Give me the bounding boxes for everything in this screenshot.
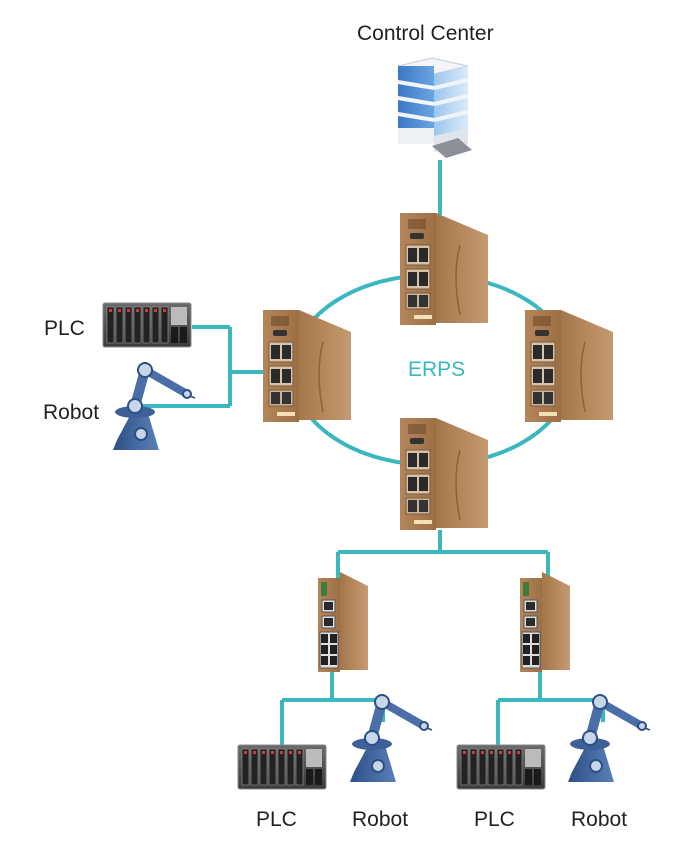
robot-label-left: Robot <box>43 401 100 424</box>
plc-label-left: PLC <box>44 317 85 340</box>
link-left-switch-plc-robot <box>140 325 263 408</box>
control-center-building-icon <box>397 57 472 158</box>
robot-icon-bottom-left <box>350 695 432 782</box>
robot-label-bottom-right: Robot <box>571 808 628 831</box>
ring-switch-bottom <box>399 417 489 531</box>
ring-switch-right <box>524 309 614 423</box>
control-center-label: Control Center <box>357 22 494 45</box>
ring-switch-left <box>262 309 352 423</box>
edge-switch-left <box>317 571 369 673</box>
erps-ring-label: ERPS <box>408 358 466 381</box>
plc-label-bottom-left: PLC <box>256 808 297 831</box>
plc-icon-left <box>102 302 192 348</box>
edge-switch-right <box>519 571 571 673</box>
ring-switch-top <box>399 212 489 326</box>
link-edge-right-devices <box>496 670 605 745</box>
plc-icon-bottom-right <box>456 744 546 790</box>
link-bottom-switch-edge-switches <box>336 530 550 578</box>
plc-icon-bottom-left <box>237 744 327 790</box>
link-edge-left-devices <box>280 670 385 745</box>
plc-label-bottom-right: PLC <box>474 808 515 831</box>
robot-icon-bottom-right <box>568 695 650 782</box>
robot-label-bottom-left: Robot <box>352 808 409 831</box>
